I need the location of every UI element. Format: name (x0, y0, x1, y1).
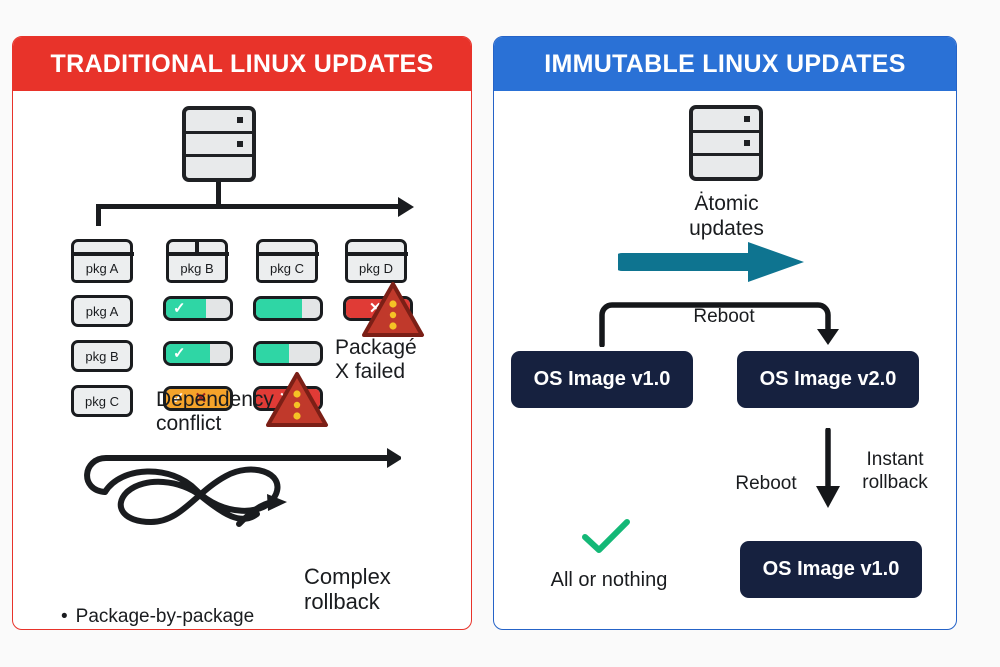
server-bay (693, 133, 759, 157)
traditional-updates-panel: TRADITIONAL LINUX UPDATES pkg A pkg B pk… (12, 36, 472, 630)
reboot-top-label: Reboot (693, 306, 755, 327)
crate-lid (165, 252, 229, 256)
check-icon: ✓ (173, 300, 186, 317)
package-crate-label: pkg A (85, 261, 119, 276)
atomic-updates-caption: Ȧtomic updates (689, 192, 764, 241)
fanout-arrowhead-icon (398, 196, 414, 217)
os-image-v1-box: OS Image v1.0 (511, 351, 693, 408)
tangled-rollback-arrow-icon (61, 446, 403, 541)
server-led (744, 140, 750, 146)
package-crate: pkg D (344, 239, 408, 283)
list-item: Package-by-package (61, 603, 255, 629)
warning-triangle-icon (361, 281, 425, 339)
package-failed-caption: Packagé X failed (335, 336, 417, 384)
progress-fill (166, 344, 210, 363)
progress-bar-ok: ✓ (163, 341, 233, 366)
reboot-bracket-arrow-icon (596, 299, 846, 348)
crate-handle (195, 239, 199, 253)
warning-triangle-icon (265, 371, 329, 429)
progress-bar-running (253, 341, 323, 366)
package-crate-label: pkg D (359, 261, 393, 276)
server-bay (186, 134, 252, 158)
package-queue-label: pkg B (85, 348, 119, 364)
server-bay (693, 109, 759, 133)
server-bay (186, 110, 252, 134)
progress-bar-ok: ✓ (163, 296, 233, 321)
package-queue-item: pkg B (71, 340, 133, 372)
all-or-nothing-label: All or nothing (550, 569, 668, 591)
traditional-panel-title: TRADITIONAL LINUX UPDATES (13, 37, 471, 91)
check-icon (581, 518, 631, 561)
package-crate: pkg A (70, 239, 134, 283)
reboot-bottom-label: Reboot (735, 473, 797, 494)
server-bay (693, 156, 759, 177)
server-led (237, 141, 243, 147)
server-led (744, 116, 750, 123)
cross-icon: ✕ (194, 390, 208, 407)
rollback-down-arrow-icon (806, 427, 850, 512)
package-queue-item: pkg A (71, 295, 133, 327)
package-queue-item: pkg C (71, 385, 133, 417)
fanout-left-drop (96, 204, 101, 226)
server-led (237, 117, 243, 124)
progress-bar-conflict: ✓ ✕ (163, 386, 233, 411)
package-queue-label: pkg A (85, 303, 119, 319)
immutable-panel-body: Ȧtomic updates Reboot OS Image v1.0 OS I… (494, 91, 956, 629)
package-crate: pkg C (255, 239, 319, 283)
immutable-updates-panel: IMMUTABLE LINUX UPDATES Ȧtomic updates R (493, 36, 957, 630)
instant-rollback-label: Instant rollback (862, 449, 928, 493)
complex-rollback-caption: Complex rollback (304, 564, 391, 615)
crate-lid (344, 252, 408, 256)
server-icon (689, 105, 763, 181)
server-stem-line (216, 182, 221, 204)
server-icon (182, 106, 256, 182)
server-bay (186, 157, 252, 178)
fanout-line (96, 204, 400, 209)
check-icon: ✓ (173, 345, 186, 362)
progress-fill (256, 299, 303, 318)
package-crate-label: pkg B (180, 261, 214, 276)
package-crate: pkg B (165, 239, 229, 283)
crate-lid (255, 252, 319, 256)
atomic-update-arrow-icon (613, 240, 808, 289)
os-image-v2-box: OS Image v2.0 (737, 351, 919, 408)
check-icon: ✓ (172, 390, 185, 407)
progress-bar-running (253, 296, 323, 321)
os-image-rollback-box: OS Image v1.0 (740, 541, 922, 598)
crate-lid (70, 252, 134, 256)
immutable-panel-title: IMMUTABLE LINUX UPDATES (494, 37, 956, 91)
traditional-panel-body: pkg A pkg B pkg C pkg D pkg A pkg B pkg … (13, 91, 471, 629)
package-queue-label: pkg C (85, 393, 119, 409)
progress-fill (166, 299, 206, 318)
traditional-bullet-list: Package-by-package Risk of partial failu… (61, 603, 255, 629)
package-crate-label: pkg C (270, 261, 304, 276)
progress-fill (256, 344, 290, 363)
dependency-conflict-caption: Dependency conflict (156, 388, 274, 436)
progress-fill (166, 389, 230, 408)
